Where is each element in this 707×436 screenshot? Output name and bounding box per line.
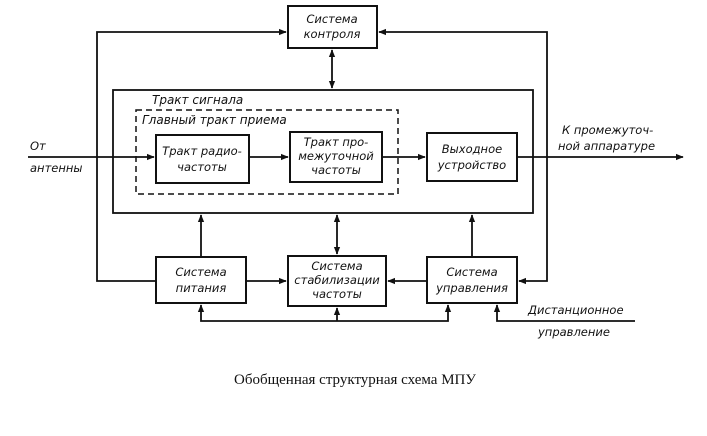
to-equipment-label-line2: ной аппаратуре (558, 139, 655, 153)
output-device-label-line2: устройство (437, 158, 506, 172)
to-equipment-label-line1: К промежуточ- (562, 123, 653, 137)
frequency-stabilization-block: Система стабилизации частоты (287, 255, 387, 307)
power-to-control-line (96, 28, 287, 282)
frequency-stabilization-label-line2: стабилизации (294, 273, 380, 287)
remote-control-label-line1: Дистанционное (527, 303, 624, 317)
frequency-stabilization-label-line1: Система (311, 259, 362, 273)
rf-path-label-line1: Тракт радио- (162, 144, 242, 158)
from-antenna-label-line1: От (30, 139, 46, 153)
power-system-block: Система питания (155, 256, 247, 304)
diagram-caption: Обобщенная структурная схема МПУ (234, 372, 476, 388)
from-antenna-label-line2: антенны (30, 161, 82, 175)
main-path-label: Главный тракт приема (142, 113, 287, 127)
control-system-block: Система контроля (287, 5, 378, 49)
control-to-management-line (378, 28, 548, 285)
signal-path-frame (112, 89, 534, 214)
output-device-block: Выходное устройство (426, 132, 518, 182)
if-path-label-line2: межуточной (298, 149, 374, 163)
control-system-label-line2: контроля (304, 27, 361, 41)
bottom-bus-line (197, 304, 452, 322)
frequency-stabilization-label-line3: частоты (312, 287, 362, 301)
remote-control-input-arrow (493, 304, 635, 322)
rf-path-label-line2: частоты (177, 160, 227, 174)
power-system-label-line2: питания (176, 281, 227, 295)
management-system-label-line1: Система (446, 265, 497, 279)
control-system-label-line1: Система (306, 12, 357, 26)
management-system-label-line2: управления (435, 281, 508, 295)
remote-control-label-line2: управление (537, 325, 610, 339)
output-device-label-line1: Выходное (442, 142, 502, 156)
if-path-label-line1: Тракт про- (304, 135, 369, 149)
management-system-block: Система управления (426, 256, 518, 304)
if-path-block: Тракт про- межуточной частоты (289, 131, 383, 183)
rf-path-block: Тракт радио- частоты (155, 134, 250, 184)
signal-path-label: Тракт сигнала (152, 93, 243, 107)
power-system-label-line1: Система (175, 265, 226, 279)
if-path-label-line3: частоты (311, 163, 361, 177)
